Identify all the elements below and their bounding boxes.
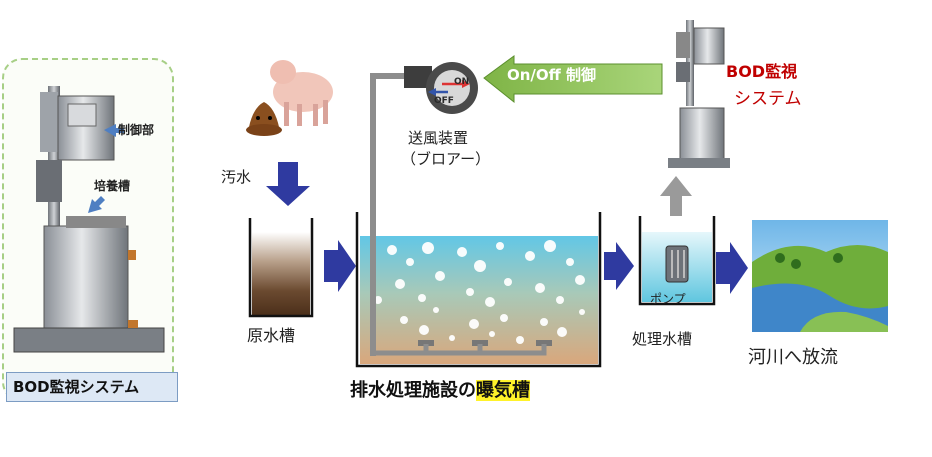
river-discharge-label: 河川へ放流	[748, 347, 838, 368]
flow-arrow-1	[324, 240, 356, 292]
on-off-control-arrow	[483, 55, 663, 104]
flow-arrow-3	[716, 242, 748, 294]
blower-illustration	[404, 62, 478, 114]
control-unit-pointer-arrow	[104, 124, 124, 137]
bod-monitor-device-left	[13, 86, 165, 353]
pig-and-waste-illustration	[246, 60, 333, 136]
sample-up-arrow	[660, 176, 692, 216]
wastewater-label: 汚水	[221, 168, 252, 186]
treated-water-tank-label: 処理水槽	[632, 330, 693, 348]
blower-label: 送風装置	[408, 129, 469, 147]
on-off-control-label: On/Off 制御	[507, 66, 597, 84]
control-unit-label: 制御部	[118, 123, 155, 137]
pump-label: ポンプ	[650, 292, 686, 306]
raw-water-tank	[248, 218, 314, 318]
raw-water-tank-label: 原水槽	[247, 326, 296, 345]
flow-arrow-2	[604, 242, 634, 290]
bod-monitor-label: BOD監視	[726, 62, 798, 81]
diagram-title-highlight: 曝気槽	[476, 380, 530, 401]
culture-tank-label: 培養槽	[94, 179, 131, 193]
blower-on-text: ON	[454, 77, 470, 87]
aeration-tank	[355, 73, 602, 368]
treated-water-tank	[638, 216, 716, 306]
bod-monitor-device-right	[668, 20, 730, 168]
culture-tank-pointer-arrow	[88, 196, 105, 213]
diagram-title: 排水処理施設の曝気槽	[350, 376, 530, 402]
bod-system-label: システム	[734, 89, 802, 109]
wastewater-down-arrow	[266, 162, 310, 206]
diagram-title-main: 排水処理施設の	[350, 380, 476, 401]
bod-system-caption: BOD監視システム	[6, 372, 178, 402]
river-landscape	[752, 220, 888, 332]
blower-sublabel: （ブロアー）	[401, 150, 491, 168]
blower-off-text: OFF	[434, 96, 454, 106]
